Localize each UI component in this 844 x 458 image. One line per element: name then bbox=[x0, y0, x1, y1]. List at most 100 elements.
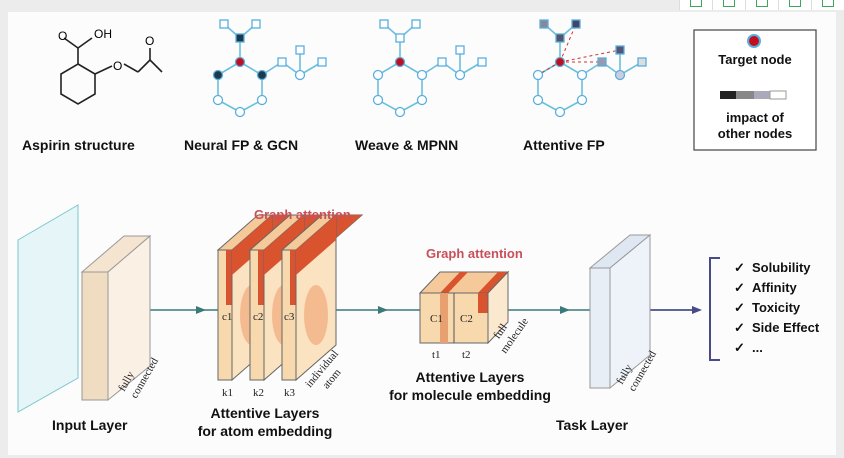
legend-target: Target node bbox=[718, 52, 791, 67]
graph-node bbox=[554, 106, 566, 118]
check-icon: ✓ bbox=[734, 300, 745, 315]
check-icon: ✓ bbox=[734, 340, 745, 355]
t2: t2 bbox=[462, 349, 471, 361]
graph-node bbox=[597, 57, 607, 67]
graph-node bbox=[372, 69, 384, 81]
channel-c2: c2 bbox=[253, 311, 263, 323]
graph-node bbox=[317, 57, 327, 67]
tool-icon bbox=[690, 0, 702, 7]
toolbar-button-3[interactable] bbox=[745, 0, 778, 10]
aspirin-atom-o: O bbox=[145, 34, 154, 48]
graph-node bbox=[379, 19, 389, 29]
graph-node bbox=[576, 94, 588, 106]
output-item: ... bbox=[752, 340, 763, 355]
graph-node bbox=[637, 57, 647, 67]
legend-impact-2: other nodes bbox=[718, 126, 792, 141]
mol-layers-title-2: for molecule embedding bbox=[389, 387, 551, 403]
atom-layers-title-1: Attentive Layers bbox=[211, 405, 320, 421]
gcn-graph bbox=[212, 19, 327, 118]
task-layer-graphic bbox=[588, 233, 652, 390]
toolbar-button-2[interactable] bbox=[712, 0, 745, 10]
input-layer-graphic bbox=[17, 204, 152, 413]
attentive-fp-label: Attentive FP bbox=[523, 137, 605, 153]
weave-mpnn-label: Weave & MPNN bbox=[355, 137, 458, 153]
check-icon: ✓ bbox=[734, 280, 745, 295]
target-node-icon bbox=[747, 34, 761, 48]
graph-node bbox=[277, 57, 287, 67]
toolbar-button-5[interactable] bbox=[811, 0, 844, 10]
graph-node bbox=[395, 33, 405, 43]
graph-node bbox=[294, 69, 306, 81]
atom-layers-title-2: for atom embedding bbox=[198, 423, 333, 439]
atom-block-3 bbox=[280, 213, 364, 382]
graph-attention-atom: Graph attention bbox=[254, 207, 351, 222]
output-item: Side Effect bbox=[752, 320, 820, 335]
output-list: ✓Solubility✓Affinity✓Toxicity✓Side Effec… bbox=[734, 260, 820, 355]
k1: k1 bbox=[222, 387, 233, 399]
graph-node bbox=[234, 56, 246, 68]
graph-node bbox=[455, 45, 465, 55]
toolbar-button-4[interactable] bbox=[778, 0, 811, 10]
task-layer-label: Task Layer bbox=[556, 417, 629, 433]
tool-icon bbox=[822, 0, 834, 7]
graph-node bbox=[394, 56, 406, 68]
weave-graph bbox=[372, 19, 487, 118]
graph-node bbox=[234, 106, 246, 118]
atom-attention-blocks bbox=[216, 213, 364, 382]
tool-icon bbox=[723, 0, 735, 7]
graph-node bbox=[219, 19, 229, 29]
output-item: Affinity bbox=[752, 280, 798, 295]
t1: t1 bbox=[432, 349, 441, 361]
toolbar-button-1[interactable] bbox=[679, 0, 712, 10]
aspirin-atom-o: O bbox=[113, 59, 122, 73]
tool-icon bbox=[789, 0, 801, 7]
graph-node bbox=[256, 69, 268, 81]
output-item: Solubility bbox=[752, 260, 811, 275]
graph-node bbox=[614, 69, 626, 81]
graph-node bbox=[454, 69, 466, 81]
graph-node bbox=[532, 94, 544, 106]
neural-fp-gcn-label: Neural FP & GCN bbox=[184, 137, 298, 153]
graph-node bbox=[235, 33, 245, 43]
graph-node bbox=[416, 94, 428, 106]
graph-node bbox=[477, 57, 487, 67]
graph-node bbox=[394, 106, 406, 118]
graph-node bbox=[416, 69, 428, 81]
toolbar bbox=[679, 0, 844, 10]
tool-icon bbox=[756, 0, 768, 7]
aspirin-atom-oh: OH bbox=[94, 27, 112, 41]
graph-node bbox=[576, 69, 588, 81]
graph-node bbox=[372, 94, 384, 106]
input-layer-label: Input Layer bbox=[52, 417, 128, 433]
graph-node bbox=[256, 94, 268, 106]
graph-node bbox=[571, 19, 581, 29]
check-icon: ✓ bbox=[734, 320, 745, 335]
channel-c3: c3 bbox=[284, 311, 295, 323]
graph-node bbox=[251, 19, 261, 29]
check-icon: ✓ bbox=[734, 260, 745, 275]
figure-diagram: O OH O O Aspirin structure Neural FP & G… bbox=[17, 19, 820, 439]
graph-node bbox=[295, 45, 305, 55]
graph-attention-molecule: Graph attention bbox=[426, 246, 523, 261]
mol-layers-title-1: Attentive Layers bbox=[416, 369, 525, 385]
graph-node bbox=[212, 94, 224, 106]
graph-node bbox=[554, 56, 566, 68]
figure-panel: O OH O O Aspirin structure Neural FP & G… bbox=[8, 12, 836, 455]
legend-impact-1: impact of bbox=[726, 110, 784, 125]
graph-node bbox=[615, 45, 625, 55]
aspirin-structure bbox=[60, 37, 163, 105]
graph-node bbox=[539, 19, 549, 29]
graph-node bbox=[411, 19, 421, 29]
k2: k2 bbox=[253, 387, 264, 399]
channel-C2: C2 bbox=[460, 313, 473, 325]
aspirin-label: Aspirin structure bbox=[22, 137, 135, 153]
molecule-attention-block bbox=[418, 270, 510, 345]
graph-node bbox=[555, 33, 565, 43]
k3: k3 bbox=[284, 387, 296, 399]
graph-node bbox=[212, 69, 224, 81]
legend-box: Target node impact of other nodes bbox=[693, 29, 817, 151]
aspirin-atom-o: O bbox=[58, 29, 67, 43]
channel-c1: c1 bbox=[222, 311, 232, 323]
attentive-graph bbox=[532, 19, 647, 118]
channel-C1: C1 bbox=[430, 313, 443, 325]
